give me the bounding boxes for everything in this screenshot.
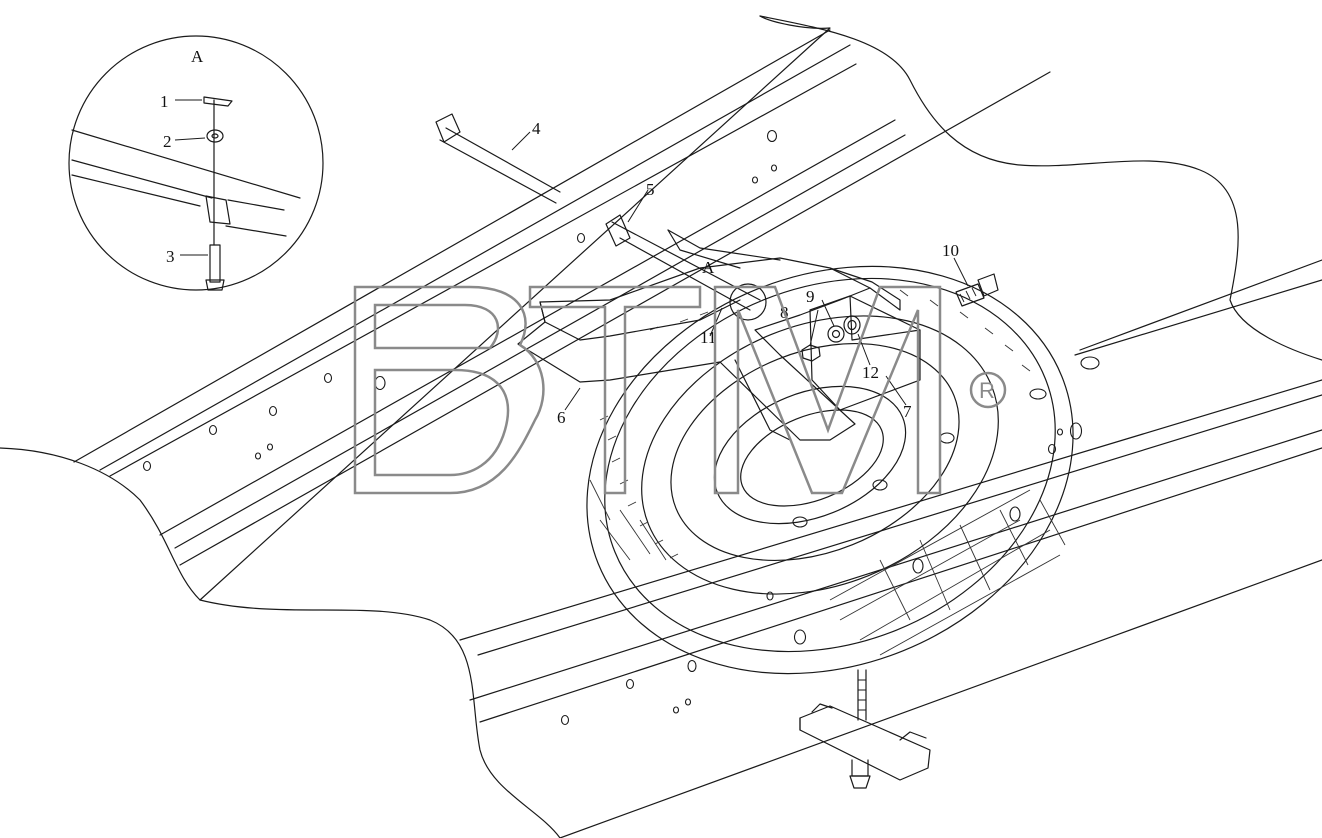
callout-labels: A A 1 2 3 4 5 6 7 8 9 10 11 12 [160,47,959,427]
frame-left-rail-outline [0,15,831,601]
callout-4: 4 [532,119,541,138]
callout-5: 5 [646,180,655,199]
crank-rod [435,113,561,204]
detail-view-a [68,35,324,291]
mounting-bolt [955,273,999,307]
callout-1: 1 [160,92,169,111]
carrier-bracket [517,229,921,441]
callout-10: 10 [942,241,959,260]
btm-watermark-logo: R [353,285,1007,495]
leader-lines [174,99,969,411]
registered-mark: R [979,378,995,403]
callout-9: 9 [806,287,815,306]
callout-11: 11 [700,328,716,347]
wheel-hanger [799,669,931,789]
detail-marker-label: A [702,258,715,277]
tyre-tread [589,289,1066,656]
chassis-frame [0,15,1322,838]
callout-12: 12 [862,363,879,382]
detail-view-label: A [191,47,204,66]
callout-6: 6 [557,408,566,427]
callout-2: 2 [163,132,172,151]
callout-3: 3 [166,247,175,266]
callout-7: 7 [903,402,912,421]
lift-bolt [605,214,767,321]
